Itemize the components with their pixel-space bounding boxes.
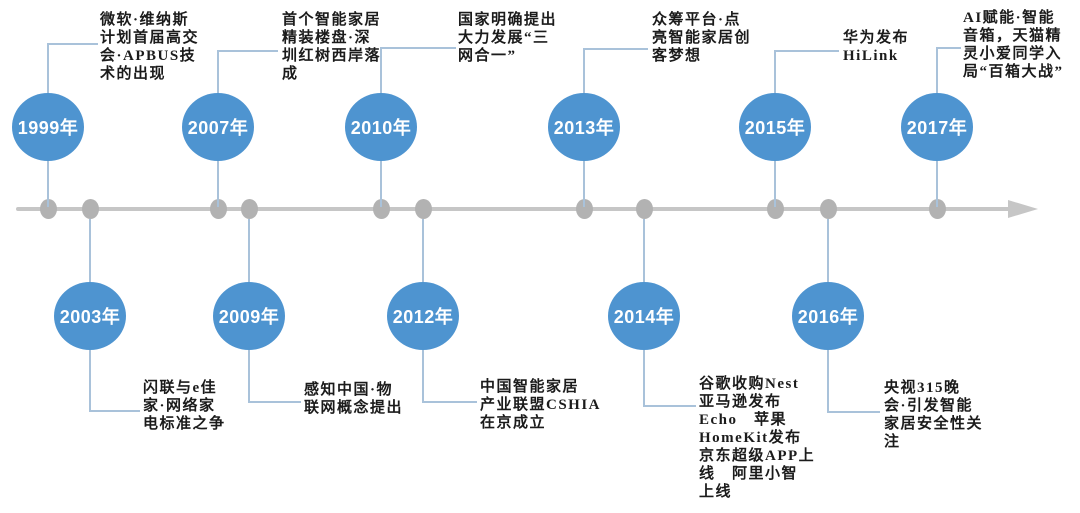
- year-label-2016: 2016年: [797, 307, 859, 327]
- timeline-marker-2015: [767, 199, 784, 219]
- event-description-2014: 谷歌收购Nest 亚马逊发布 Echo 苹果 HomeKit发布 京东超级APP…: [699, 376, 816, 500]
- node-axis-connector-2017: [936, 161, 938, 207]
- elbow-connector-2016-h: [828, 411, 880, 413]
- event-description-2017: AI赋能·智能 音箱，天猫精 灵小爱同学入 局“百箱大战”: [963, 10, 1064, 80]
- event-description-2012: 中国智能家居 产业联盟CSHIA 在京成立: [480, 379, 602, 431]
- year-label-2009: 2009年: [218, 307, 280, 327]
- event-description-2016: 央视315晚 会·引发智能 家居安全性关 注: [884, 380, 984, 450]
- elbow-connector-1999: [47, 43, 49, 93]
- elbow-connector-1999-h: [48, 43, 98, 45]
- elbow-connector-2010-h: [381, 47, 456, 49]
- event-description-2015: 华为发布 HiLink: [843, 30, 910, 64]
- timeline-marker-2013: [576, 199, 593, 219]
- node-axis-connector-2009: [248, 219, 250, 282]
- elbow-connector-2009: [248, 350, 250, 403]
- node-axis-connector-2003: [89, 219, 91, 282]
- elbow-connector-2015-h: [775, 50, 839, 52]
- timeline-node-2010: 2010年: [345, 93, 417, 161]
- timeline-node-2012: 2012年: [387, 282, 459, 350]
- elbow-connector-2003: [89, 350, 91, 412]
- elbow-connector-2010: [380, 47, 382, 93]
- elbow-connector-2017-h: [937, 47, 961, 49]
- timeline-marker-2012: [415, 199, 432, 219]
- elbow-connector-2015: [774, 50, 776, 93]
- year-label-2015: 2015年: [744, 118, 806, 138]
- event-description-2007: 首个智能家居 精装楼盘·深 圳红树西岸落 成: [282, 12, 382, 82]
- timeline-arrowhead-icon: [1008, 200, 1038, 218]
- timeline-node-2003: 2003年: [54, 282, 126, 350]
- elbow-connector-2003-h: [90, 410, 140, 412]
- elbow-connector-2013: [583, 48, 585, 93]
- year-label-2017: 2017年: [906, 118, 968, 138]
- node-axis-connector-2010: [380, 161, 382, 207]
- year-label-1999: 1999年: [17, 118, 79, 138]
- timeline-marker-2007: [210, 199, 227, 219]
- timeline-marker-2009: [241, 199, 258, 219]
- event-description-2010: 国家明确提出 大力发展“三 网合一”: [458, 12, 558, 64]
- timeline-marker-2017: [929, 199, 946, 219]
- year-label-2014: 2014年: [613, 307, 675, 327]
- timeline-node-2009: 2009年: [213, 282, 285, 350]
- elbow-connector-2014: [643, 350, 645, 407]
- timeline-marker-2010: [373, 199, 390, 219]
- elbow-connector-2012: [422, 350, 424, 403]
- event-description-2009: 感知中国·物 联网概念提出: [304, 382, 404, 416]
- node-axis-connector-2016: [827, 219, 829, 282]
- timeline-node-2014: 2014年: [608, 282, 680, 350]
- event-description-2003: 闪联与e佳 家·网络家 电标准之争: [143, 380, 226, 432]
- year-label-2012: 2012年: [392, 307, 454, 327]
- year-label-2007: 2007年: [187, 118, 249, 138]
- timeline-marker-2003: [82, 199, 99, 219]
- node-axis-connector-2015: [774, 161, 776, 207]
- elbow-connector-2007-h: [218, 50, 278, 52]
- timeline-node-1999: 1999年: [12, 93, 84, 161]
- node-axis-connector-2013: [583, 161, 585, 207]
- timeline-node-2013: 2013年: [548, 93, 620, 161]
- elbow-connector-2013-h: [584, 48, 648, 50]
- event-description-1999: 微软·维纳斯 计划首届高交 会·APBUS技 术的出现: [100, 12, 200, 82]
- event-description-2013: 众筹平台·点 亮智能家居创 客梦想: [652, 12, 752, 64]
- timeline-node-2015: 2015年: [739, 93, 811, 161]
- elbow-connector-2012-h: [423, 401, 477, 403]
- timeline-node-2007: 2007年: [182, 93, 254, 161]
- timeline-axis: [16, 207, 1014, 211]
- year-label-2010: 2010年: [350, 118, 412, 138]
- year-label-2003: 2003年: [59, 307, 121, 327]
- timeline-marker-2014: [636, 199, 653, 219]
- timeline-marker-1999: [40, 199, 57, 219]
- timeline-marker-2016: [820, 199, 837, 219]
- elbow-connector-2016: [827, 350, 829, 413]
- elbow-connector-2014-h: [644, 405, 696, 407]
- timeline-node-2017: 2017年: [901, 93, 973, 161]
- node-axis-connector-2007: [217, 161, 219, 207]
- elbow-connector-2009-h: [249, 401, 301, 403]
- elbow-connector-2017: [936, 47, 938, 93]
- timeline-node-2016: 2016年: [792, 282, 864, 350]
- year-label-2013: 2013年: [553, 118, 615, 138]
- elbow-connector-2007: [217, 50, 219, 93]
- node-axis-connector-1999: [47, 161, 49, 207]
- node-axis-connector-2012: [422, 219, 424, 282]
- node-axis-connector-2014: [643, 219, 645, 282]
